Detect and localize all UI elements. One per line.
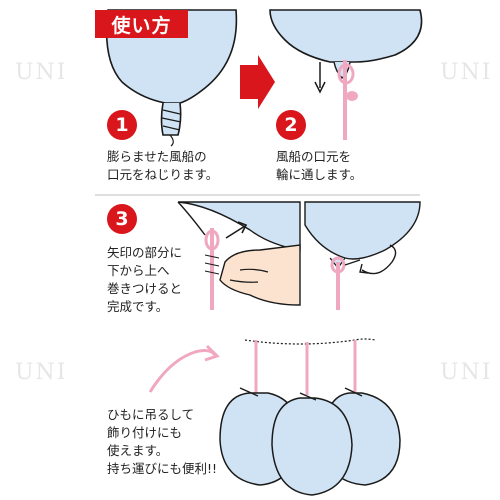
watermark-text: UNI xyxy=(440,60,493,85)
hanging-balloons-illustration xyxy=(219,340,401,496)
watermark-text: UNI xyxy=(15,60,68,85)
step-3-text: 矢印の部分に 下から上へ 巻きつけると 完成です。 xyxy=(107,245,183,314)
step-2-text: 風船の口元を 輪に通します。 xyxy=(276,149,363,182)
watermark-text: UNI xyxy=(440,360,493,385)
step-1-badge: 1 xyxy=(107,110,137,140)
step3-finished-knot-illustration xyxy=(304,201,421,310)
next-step-arrow-icon xyxy=(240,55,275,109)
step-3-badge: 3 xyxy=(107,204,137,234)
hanging-string xyxy=(244,338,376,345)
step3-hand-illustration xyxy=(177,201,301,310)
step-2-badge: 2 xyxy=(276,110,306,140)
pink-curve-arrow-icon xyxy=(148,349,217,393)
step-1-text: 膨らませた風船の 口元をねじります。 xyxy=(107,149,219,182)
usage-title: 使い方 xyxy=(95,10,188,38)
watermark-text: UNI xyxy=(15,360,68,385)
step2-balloon-illustration xyxy=(269,9,423,140)
hanging-note-text: ひもに吊るして 飾り付けにも 使えます。 持ち運びにも便利!! xyxy=(107,407,218,476)
